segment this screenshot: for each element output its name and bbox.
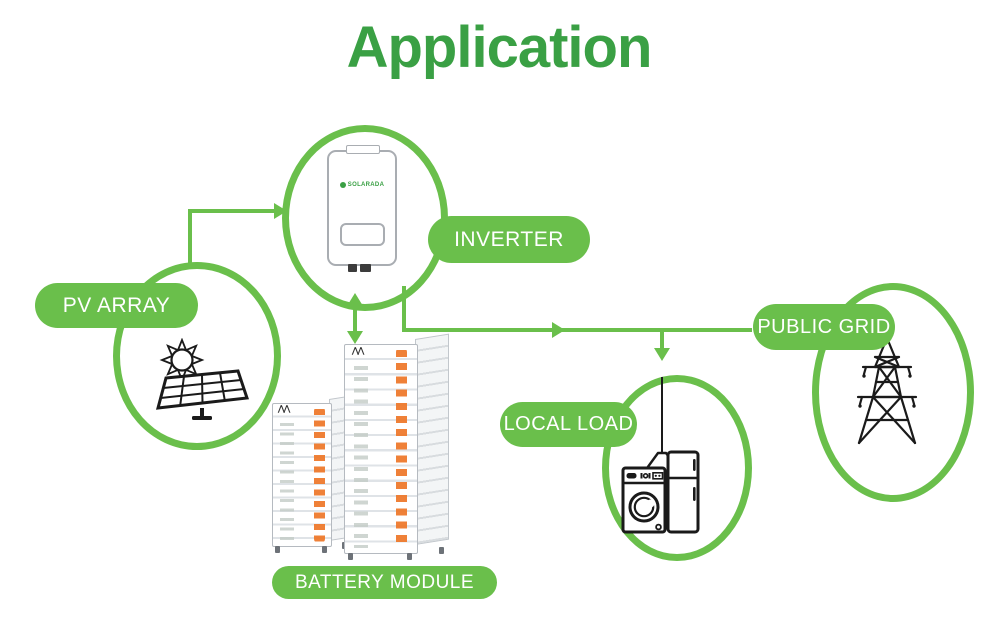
rack-foot [322,546,327,553]
local-load-label: LOCAL LOAD [500,402,637,447]
battery-module-label: BATTERY MODULE [272,566,497,599]
line-branch-to-local-load [660,330,664,350]
washing-machine-icon [621,466,667,534]
arrowhead-to-grid-icon [552,322,565,338]
inverter-brand-logo: SOLARADA [329,182,395,188]
battery-module-label-text: BATTERY MODULE [294,571,475,593]
rack-module-labels [280,419,294,543]
arrowhead-into-local-load-icon [654,348,670,361]
rack-logo-icon: ⋀⋀ [352,346,364,355]
battery-rack-tall: ⋀⋀ [344,333,450,560]
rack-foot [439,547,444,554]
public-grid-label: PUBLIC GRID [753,304,895,350]
inverter-mount-tab [346,145,380,154]
brand-logo-text: SOLARADA [347,182,385,188]
transmission-tower-icon [856,336,918,445]
pv-array-label: PV ARRAY [35,283,198,328]
lamp-cord [661,377,663,452]
solar-panel-sun-icon [155,338,250,420]
local-load-circle [602,375,752,561]
line-pv-to-inverter-horizontal [188,209,276,213]
public-grid-circle [812,283,974,502]
rack-foot [275,546,280,553]
battery-rack-small: ⋀⋀ [272,395,352,555]
local-load-label-text: LOCAL LOAD [503,413,634,435]
pv-array-label-text: PV ARRAY [62,293,171,317]
inverter-label-text: INVERTER [454,227,564,251]
inverter-display-screen [340,223,385,246]
rack-foot [407,553,412,560]
line-inverter-battery [353,304,357,334]
brand-dot-icon [339,182,346,188]
page-title: Application [346,15,653,80]
rack-orange-cables-icon [396,348,407,548]
pv-array-circle [113,262,281,450]
rack-orange-cables-icon [314,407,325,543]
inverter-connector-icon [348,264,357,272]
rack-foot [348,553,353,560]
refrigerator-icon [666,450,700,534]
line-inverter-to-grid [402,328,752,332]
rack-module-labels [354,362,368,548]
inverter-connector-icon [360,264,371,272]
line-pv-to-inverter-vertical [188,213,192,264]
public-grid-label-text: PUBLIC GRID [757,315,891,338]
arrowhead-down-to-battery-icon [347,331,363,344]
inverter-device: SOLARADA [327,145,397,272]
line-inverter-down [402,286,406,332]
rack-logo-icon: ⋀⋀ [278,404,290,413]
rack-side-frame [415,333,449,545]
inverter-label: INVERTER [428,216,590,263]
